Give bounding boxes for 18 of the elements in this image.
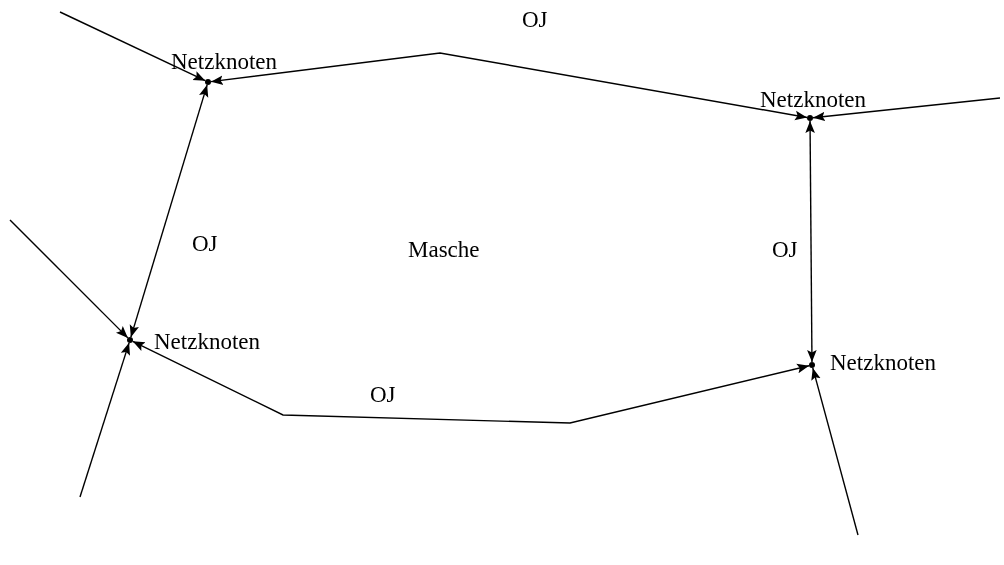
arrow bbox=[812, 97, 1001, 122]
arrow bbox=[129, 84, 209, 338]
junction-point bbox=[205, 79, 211, 85]
arrow bbox=[132, 340, 810, 424]
node-label: Netzknoten bbox=[154, 330, 260, 353]
junction-point bbox=[127, 337, 133, 343]
arrow bbox=[805, 120, 817, 363]
arrow bbox=[210, 52, 808, 121]
region-label: Masche bbox=[408, 238, 480, 261]
node-label: Netzknoten bbox=[171, 50, 277, 73]
node-label: Netzknoten bbox=[830, 351, 936, 374]
arrow bbox=[9, 219, 129, 339]
junction-point bbox=[807, 115, 813, 121]
arrow bbox=[59, 11, 206, 82]
node-label: Netzknoten bbox=[760, 88, 866, 111]
arrow bbox=[79, 342, 130, 498]
junction-point bbox=[809, 362, 815, 368]
arrow bbox=[811, 367, 859, 536]
